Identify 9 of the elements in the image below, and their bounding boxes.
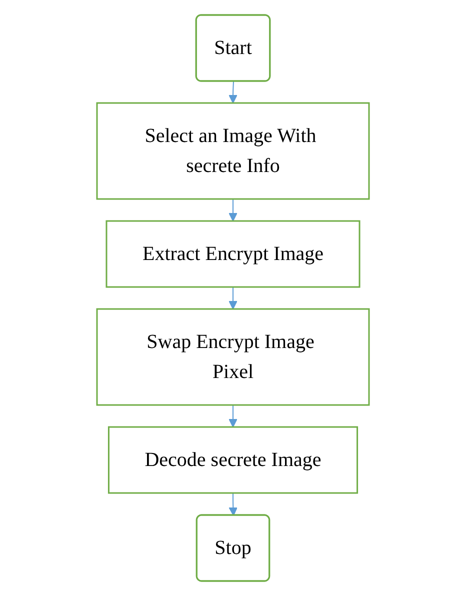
- node-box: Select an Image With secrete Info: [96, 102, 370, 200]
- arrow: [228, 198, 238, 221]
- arrow: [228, 492, 238, 516]
- node-box: Decode secrete Image: [108, 426, 358, 494]
- arrow: [228, 404, 238, 427]
- node-box: Swap Encrypt Image Pixel: [96, 308, 370, 406]
- arrow: [228, 80, 238, 103]
- node-box: Extract Encrypt Image: [106, 220, 360, 288]
- arrow: [228, 286, 238, 309]
